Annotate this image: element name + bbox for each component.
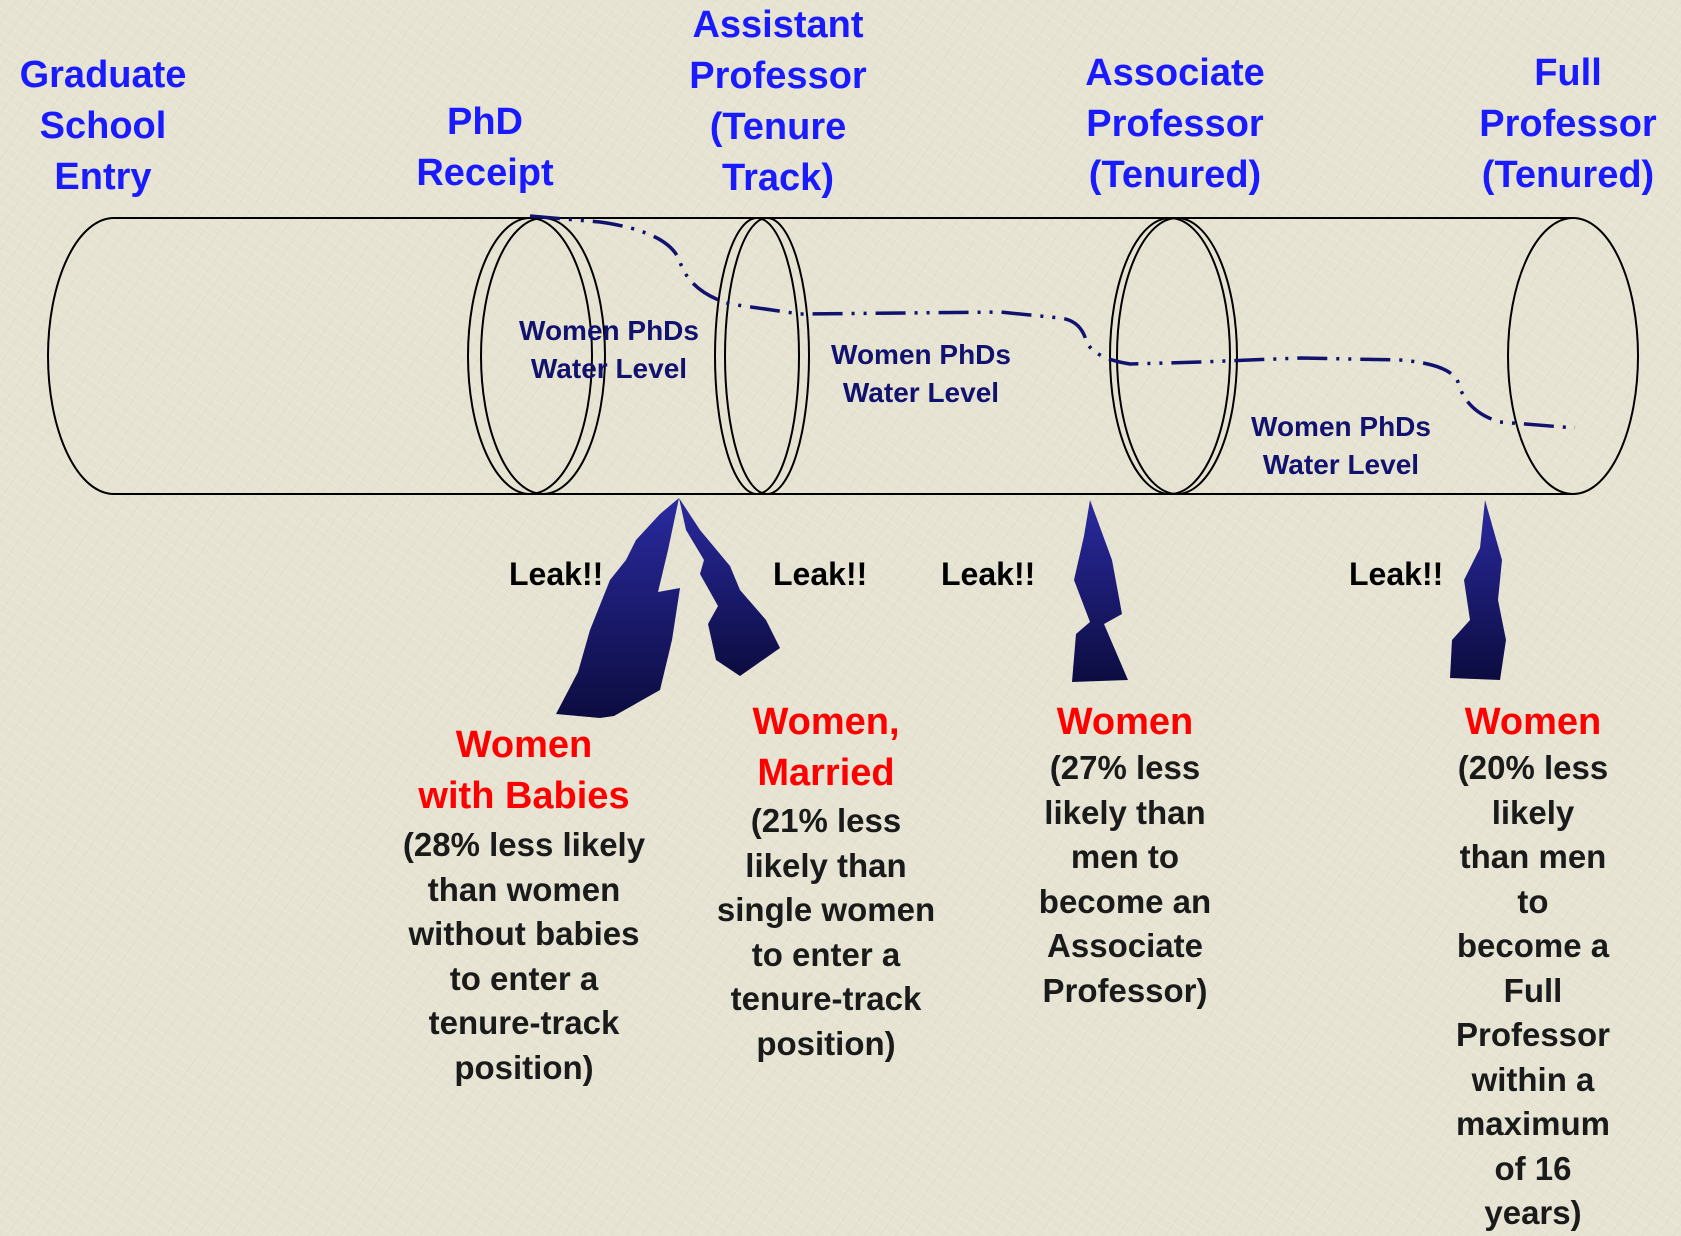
note-title-women-full: Women bbox=[1464, 701, 1602, 743]
leak-label-1: Leak!! bbox=[509, 556, 604, 592]
leak-bolt-1 bbox=[556, 498, 680, 718]
pipe-joint-ring-associate-outer bbox=[1109, 217, 1231, 495]
stage-label-assistant-professor: Assistant Professor (Tenure Track) bbox=[689, 4, 867, 199]
leak-bolt-2 bbox=[679, 498, 780, 676]
pipe-joint-ring-associate-inner bbox=[1116, 217, 1238, 495]
water-level-line bbox=[529, 214, 1576, 430]
water-level-label-1-line2: Water Level bbox=[531, 353, 687, 384]
pipe-joint-ring-phd-outer bbox=[467, 217, 593, 495]
note-title-women-married: Women, Married bbox=[752, 701, 900, 794]
leak-label-3: Leak!! bbox=[941, 556, 1036, 592]
pipe-joint-ring-assistant-inner bbox=[724, 217, 810, 495]
water-level-label-2-line1: Women PhDs bbox=[831, 339, 1011, 370]
pipe-end-ring bbox=[1507, 217, 1639, 495]
leak-bolts bbox=[556, 498, 1506, 718]
stage-label-phd-receipt: PhD Receipt bbox=[416, 101, 554, 194]
water-level-label-2-line2: Water Level bbox=[843, 377, 999, 408]
leak-bolt-4 bbox=[1450, 500, 1506, 680]
note-title-women-with-babies: Women with Babies bbox=[418, 724, 630, 817]
water-level-label-3-line2: Water Level bbox=[1263, 449, 1419, 480]
water-level-label-3-line1: Women PhDs bbox=[1251, 411, 1431, 442]
stage-label-graduate-school-entry: Graduate School Entry bbox=[19, 54, 187, 198]
stage-label-full-professor: Full Professor (Tenured) bbox=[1479, 52, 1657, 196]
note-body-women-with-babies: (28% less likely than women without babi… bbox=[402, 826, 646, 1086]
note-body-women-full: (20% less likely than men to become a Fu… bbox=[1455, 749, 1611, 1231]
pipe-joint-ring-assistant-outer bbox=[714, 217, 800, 495]
leak-label-4: Leak!! bbox=[1349, 556, 1444, 592]
water-level-labels: Women PhDs Water Level Women PhDs Water … bbox=[519, 315, 1431, 480]
stage-label-associate-professor: Associate Professor (Tenured) bbox=[1085, 52, 1265, 196]
note-body-women-associate: (27% less likely than men to become an A… bbox=[1038, 749, 1212, 1009]
note-title-women-associate: Women bbox=[1056, 701, 1194, 743]
leak-label-2: Leak!! bbox=[773, 556, 868, 592]
pipe-body-outline bbox=[47, 217, 1573, 495]
pipeline-diagram: Women PhDs Water Level Women PhDs Water … bbox=[47, 214, 1639, 718]
water-level-label-1-line1: Women PhDs bbox=[519, 315, 699, 346]
note-body-women-married: (21% less likely than single women to en… bbox=[716, 802, 936, 1062]
leak-bolt-3 bbox=[1072, 500, 1128, 682]
